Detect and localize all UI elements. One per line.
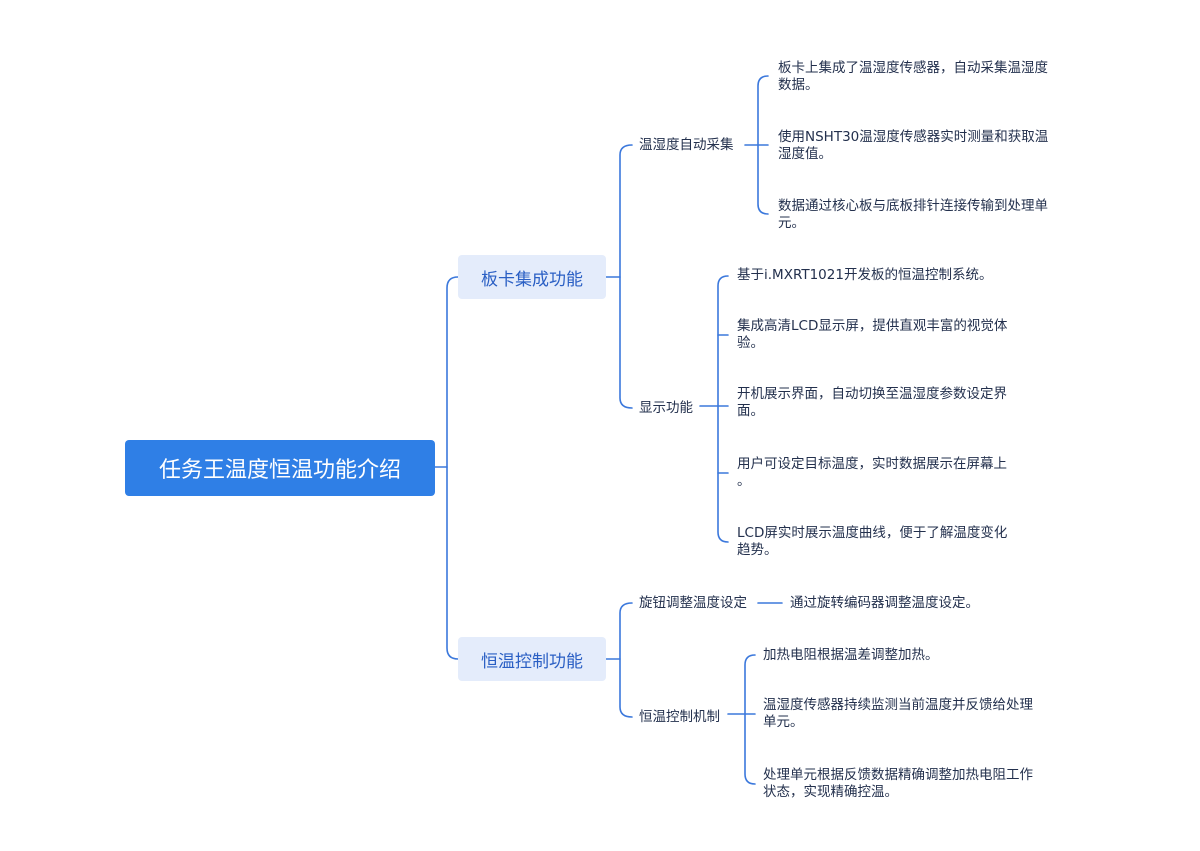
leaf-line: 集成高清LCD显示屏，提供直观丰富的视觉体	[737, 317, 1008, 334]
root-label: 任务王温度恒温功能介绍	[158, 458, 401, 483]
auto-collect-bracket	[757, 75, 769, 215]
leaf-item: 通过旋转编码器调整温度设定。	[790, 595, 979, 612]
branch-board-bracket	[619, 144, 633, 409]
leaf-item: 基于i.MXRT1021开发板的恒温控制系统。	[737, 267, 992, 284]
leaf-line: 数据。	[778, 76, 819, 93]
node-knob-setting: 旋钮调整温度设定	[639, 595, 747, 611]
leaf-line: 趋势。	[737, 541, 778, 558]
leaf-item: LCD屏实时展示温度曲线，便于了解温度变化 趋势。	[737, 525, 1007, 559]
leaf-line: 验。	[737, 334, 764, 351]
leaf-line: 面。	[737, 402, 764, 419]
leaf-line: 通过旋转编码器调整温度设定。	[790, 594, 979, 611]
leaf-item: 处理单元根据反馈数据精确调整加热电阻工作 状态，实现精确控温。	[763, 767, 1033, 801]
leaf-item: 用户可设定目标温度，实时数据展示在屏幕上 。	[737, 456, 1007, 490]
leaf-line: 处理单元根据反馈数据精确调整加热电阻工作	[763, 766, 1033, 783]
leaf-line: LCD屏实时展示温度曲线，便于了解温度变化	[737, 524, 1008, 541]
node-display: 显示功能	[639, 400, 693, 416]
leaf-item: 温湿度传感器持续监测当前温度并反馈给处理 单元。	[763, 697, 1033, 731]
node-control-mechanism: 恒温控制机制	[639, 709, 720, 725]
root-node: 任务王温度恒温功能介绍	[125, 440, 435, 496]
leaf-item: 使用NSHT30温湿度传感器实时测量和获取温 湿度值。	[778, 129, 1048, 163]
leaf-line: 温湿度传感器持续监测当前温度并反馈给处理	[763, 696, 1033, 713]
leaf-line: 用户可设定目标温度，实时数据展示在屏幕上	[737, 455, 1007, 472]
leaf-line: 使用NSHT30温湿度传感器实时测量和获取温	[778, 128, 1049, 145]
node-board-integration-label: 板卡集成功能	[481, 269, 583, 290]
node-board-integration: 板卡集成功能	[458, 255, 606, 299]
leaf-item: 集成高清LCD显示屏，提供直观丰富的视觉体 验。	[737, 318, 1007, 352]
leaf-line: 。	[737, 472, 751, 489]
leaf-line: 元。	[778, 214, 805, 231]
leaf-line: 基于i.MXRT1021开发板的恒温控制系统。	[737, 266, 993, 283]
leaf-item: 开机展示界面，自动切换至温湿度参数设定界 面。	[737, 386, 1007, 420]
leaf-item: 数据通过核心板与底板排针连接传输到处理单 元。	[778, 198, 1048, 232]
node-thermostat-control: 恒温控制功能	[458, 637, 606, 681]
leaf-line: 加热电阻根据温差调整加热。	[763, 646, 939, 663]
level1-bracket	[446, 276, 459, 660]
leaf-line: 开机展示界面，自动切换至温湿度参数设定界	[737, 385, 1007, 402]
leaf-line: 板卡上集成了温湿度传感器，自动采集温湿度	[778, 59, 1048, 76]
mechanism-bracket	[744, 654, 756, 785]
node-auto-collect: 温湿度自动采集	[639, 137, 734, 153]
display-bracket	[717, 275, 729, 543]
leaf-line: 单元。	[763, 713, 804, 730]
branch-control-bracket	[619, 602, 633, 718]
leaf-item: 板卡上集成了温湿度传感器，自动采集温湿度 数据。	[778, 60, 1048, 94]
leaf-line: 数据通过核心板与底板排针连接传输到处理单	[778, 197, 1048, 214]
leaf-item: 加热电阻根据温差调整加热。	[763, 647, 939, 664]
leaf-line: 湿度值。	[778, 145, 832, 162]
leaf-line: 状态，实现精确控温。	[763, 783, 898, 800]
node-thermostat-control-label: 恒温控制功能	[481, 651, 583, 672]
